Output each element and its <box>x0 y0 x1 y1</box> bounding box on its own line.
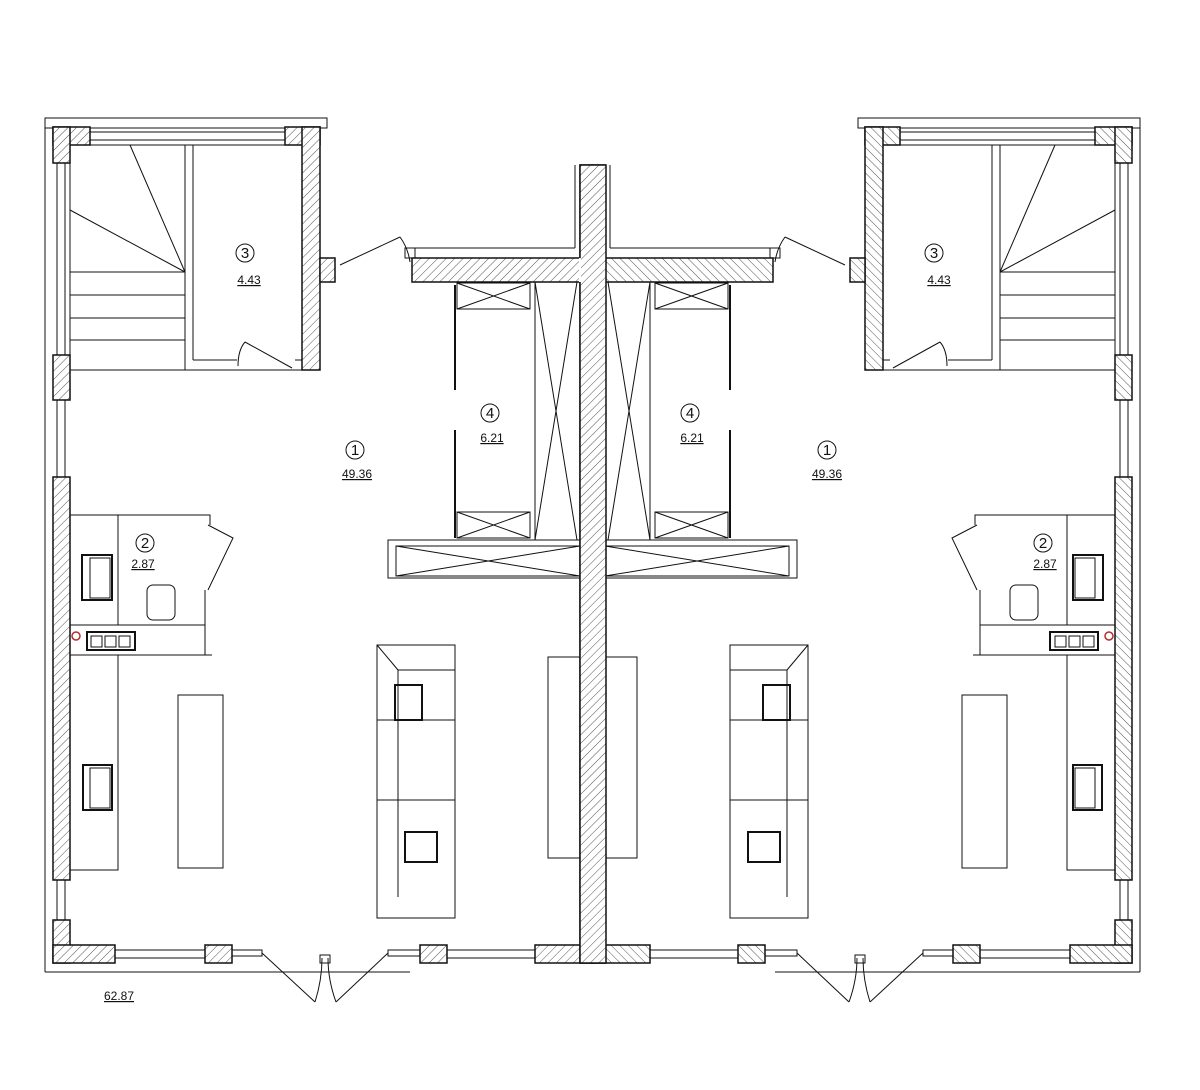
svg-text:3: 3 <box>930 245 938 262</box>
svg-text:49.36: 49.36 <box>812 467 842 481</box>
svg-text:4.43: 4.43 <box>237 273 261 287</box>
svg-text:2.87: 2.87 <box>1033 557 1057 571</box>
svg-text:6.21: 6.21 <box>480 431 504 445</box>
svg-text:2: 2 <box>1039 535 1047 552</box>
svg-text:2: 2 <box>141 535 149 552</box>
svg-text:2.87: 2.87 <box>131 557 155 571</box>
left-unit <box>44 117 594 1003</box>
svg-text:4: 4 <box>486 405 494 422</box>
total-area-label: 62.87 <box>104 989 134 1003</box>
room-label-left-3: 3 4.43 <box>235 243 261 287</box>
room-label-right-4: 4 6.21 <box>680 403 704 445</box>
svg-text:4: 4 <box>686 405 694 422</box>
svg-text:1: 1 <box>823 442 831 459</box>
svg-text:3: 3 <box>241 245 249 262</box>
room-label-right-2: 2 2.87 <box>1033 533 1057 571</box>
room-label-left-2: 2 2.87 <box>131 533 155 571</box>
svg-text:49.36: 49.36 <box>342 467 372 481</box>
room-label-left-1: 1 49.36 <box>342 440 372 481</box>
room-label-right-3: 3 4.43 <box>924 243 951 287</box>
svg-text:6.21: 6.21 <box>680 431 704 445</box>
room-label-left-4: 4 6.21 <box>480 403 504 445</box>
svg-text:4.43: 4.43 <box>927 273 951 287</box>
right-unit <box>591 117 1141 1003</box>
svg-text:1: 1 <box>351 442 359 459</box>
room-label-right-1: 1 49.36 <box>812 440 842 481</box>
